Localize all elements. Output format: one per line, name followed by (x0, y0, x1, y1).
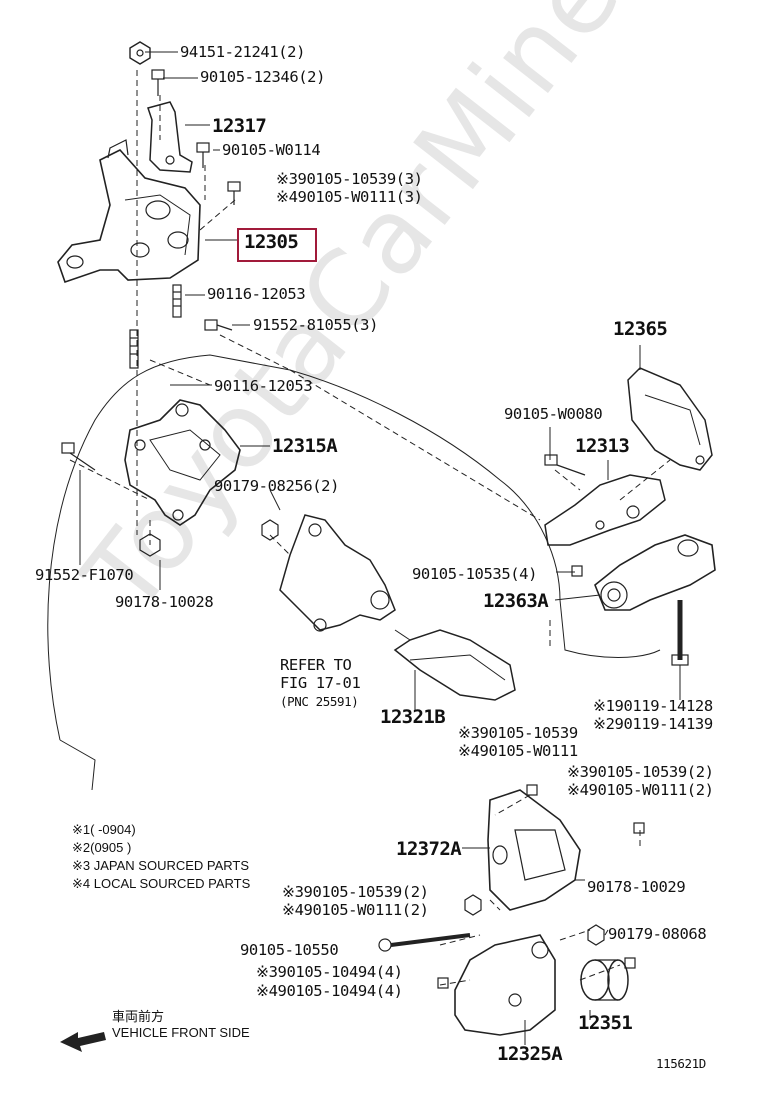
label-94151-21241: 94151-21241(2) (180, 43, 306, 61)
note-2: ※2(0905 ) (72, 840, 132, 855)
vehicle-front-en: VEHICLE FRONT SIDE (112, 1025, 250, 1040)
label-90105-10494-b: ※490105-10494(4) (256, 982, 403, 1000)
nut-90178-10029 (464, 894, 482, 916)
note-4: ※4 LOCAL SOURCED PARTS (72, 876, 251, 891)
label-90105-w0114: 90105-W0114 (222, 141, 321, 159)
label-90178-10028: 90178-10028 (115, 593, 214, 611)
nut-90178-10028 (139, 533, 161, 557)
part-12363a (594, 534, 716, 611)
bolt-90105-10535 (571, 565, 583, 577)
nut-90179-08256 (261, 519, 279, 541)
part-12305 (57, 149, 201, 284)
engine-outline-lower (59, 739, 96, 791)
bolt-90105-w0080 (544, 454, 586, 476)
label-90105-w0111-top: ※490105-W0111(3) (276, 188, 423, 206)
label-90116-12053-a: 90116-12053 (207, 285, 306, 303)
label-90119-14139: ※290119-14139 (593, 715, 713, 733)
label-90105-w0111-right: ※490105-W0111(2) (567, 781, 714, 799)
label-90105-w0080: 90105-W0080 (504, 405, 603, 423)
nut-90179-08068 (587, 924, 605, 946)
part-12315a (124, 399, 241, 526)
bolt-90105-10539-c (633, 822, 645, 834)
part-12365 (627, 367, 713, 471)
label-90179-08256: 90179-08256(2) (214, 477, 340, 495)
label-90105-10535: 90105-10535(4) (412, 565, 538, 583)
note-1: ※1( -0904) (72, 822, 136, 837)
vehicle-front-arrow-icon (60, 1032, 106, 1052)
stud-90116-b (129, 329, 139, 369)
label-12363a: 12363A (483, 590, 549, 612)
label-12315a: 12315A (272, 435, 338, 457)
part-12325a (454, 934, 556, 1036)
bolt-90105-10494 (437, 977, 449, 989)
bolt-90105-w0114 (196, 142, 210, 168)
part-12317 (147, 101, 193, 173)
bolt-90105-12346 (151, 69, 165, 96)
bolt-94151 (129, 41, 151, 65)
label-90105-12346: 90105-12346(2) (200, 68, 326, 86)
vehicle-front-jp: 車両前方 (112, 1010, 165, 1025)
label-12317: 12317 (212, 115, 267, 137)
bolt-90105-10539-b (526, 784, 538, 796)
label-12325a: 12325A (497, 1043, 563, 1065)
highlight-12305 (237, 228, 317, 262)
label-90179-08068: 90179-08068 (608, 925, 707, 943)
label-12351: 12351 (578, 1012, 633, 1034)
label-90105-10539-top: ※390105-10539(3) (276, 170, 423, 188)
label-12372a: 12372A (396, 838, 462, 860)
figure-id: 115621D (656, 1056, 706, 1071)
label-12305: 12305 (244, 231, 299, 253)
label-91552-f1070: 91552-F1070 (35, 566, 134, 584)
label-12365: 12365 (613, 318, 668, 340)
label-90105-w0111-mid: ※490105-W0111 (458, 742, 578, 760)
label-refer-to: REFER TO (280, 656, 352, 674)
bolt-91552-f1070 (61, 442, 96, 471)
label-pnc-25591: (PNC 25591) (280, 694, 359, 709)
note-3: ※3 JAPAN SOURCED PARTS (72, 858, 250, 873)
part-12351 (580, 957, 636, 1001)
part-transmission-bracket (279, 514, 396, 631)
label-12321b: 12321B (380, 706, 446, 728)
label-90116-12053-b: 90116-12053 (214, 377, 313, 395)
label-90105-10539-mid: ※390105-10539 (458, 724, 578, 742)
label-fig-17-01: FIG 17-01 (280, 674, 361, 692)
label-90119-14128: ※190119-14128 (593, 697, 713, 715)
label-90178-10029: 90178-10029 (587, 878, 686, 896)
stud-90116-a (172, 284, 182, 318)
label-90105-w0111-left: ※490105-W0111(2) (282, 901, 429, 919)
label-90105-10550: 90105-10550 (240, 941, 339, 959)
label-90105-10539-right: ※390105-10539(2) (567, 763, 714, 781)
bolt-90105-10550 (378, 933, 471, 952)
label-90105-10539-left: ※390105-10539(2) (282, 883, 429, 901)
label-90105-10494-a: ※390105-10494(4) (256, 963, 403, 981)
part-12313 (544, 474, 666, 546)
label-91552-81055: 91552-81055(3) (253, 316, 379, 334)
bolt-90105-10539 (227, 181, 241, 205)
part-12321b (393, 629, 516, 701)
part-12372a (487, 789, 581, 911)
bolt-91552-81055 (204, 319, 233, 331)
bolt-90119-14128 (671, 600, 689, 666)
label-12313: 12313 (575, 435, 630, 457)
